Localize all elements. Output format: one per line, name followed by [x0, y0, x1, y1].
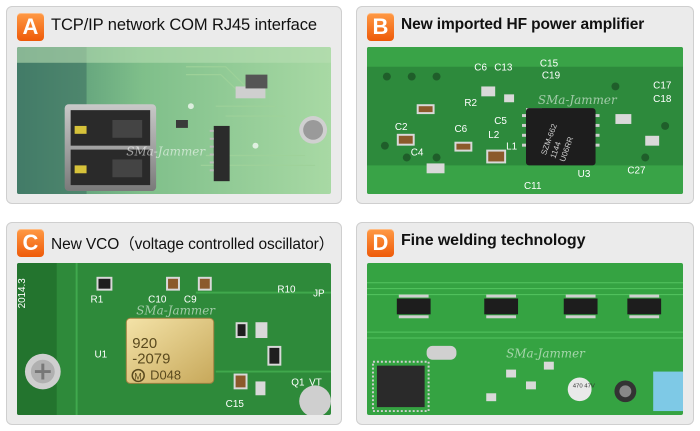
panel-title: New imported HF power amplifier	[401, 16, 645, 33]
panel-badge: B	[367, 13, 394, 41]
panel-vco: C New VCO（voltage controlled oscillator）	[6, 222, 342, 425]
silk-label: VT	[309, 377, 322, 388]
silk-label: C10	[148, 295, 167, 306]
soic-chips	[396, 298, 662, 315]
silk-label: R1	[91, 295, 104, 306]
silk-label: C9	[184, 295, 197, 306]
qfp-chip	[376, 365, 425, 408]
silk-label: JP	[313, 289, 325, 300]
silk-label: C4	[411, 148, 424, 159]
watermark-text: SMa-Jammer	[136, 303, 216, 317]
vco-marking-line2: -2079	[132, 352, 170, 368]
silk-label: C19	[542, 71, 561, 82]
silk-label: C6	[474, 63, 487, 74]
amplifier-board-image: SZM-662 1144 U06RR C6 C13 C15 C19 C17 C1…	[367, 47, 683, 194]
silk-label: Q1	[291, 377, 305, 388]
vco-marking-line3: D048	[150, 368, 181, 383]
panel-header: D Fine welding technology	[357, 223, 693, 263]
panel-title: TCP/IP network COM RJ45 interface	[51, 16, 317, 34]
watermark-text: SMa-Jammer	[538, 93, 618, 107]
watermark-text: SMa-Jammer	[506, 347, 586, 361]
silk-label: R10	[277, 285, 296, 296]
silk-label: C15	[540, 59, 559, 70]
panel-title: Fine welding technology	[401, 232, 586, 249]
welding-photo: 470 47V SMa-Jammer	[367, 263, 683, 415]
watermark-text: SMa-Jammer	[126, 145, 206, 159]
silk-label: C2	[395, 122, 408, 133]
silk-label: C15	[226, 399, 245, 410]
welding-board-image: 470 47V SMa-Jammer	[367, 263, 683, 415]
rj45-board-image: SMa-Jammer	[17, 47, 331, 194]
amplifier-photo: SZM-662 1144 U06RR C6 C13 C15 C19 C17 C1…	[367, 47, 683, 194]
panel-header: C New VCO（voltage controlled oscillator）	[7, 223, 341, 263]
silk-label: L2	[488, 130, 499, 141]
silk-label: C18	[653, 94, 672, 105]
silk-label: U1	[95, 350, 108, 361]
panel-badge: C	[17, 229, 44, 257]
silk-label: C27	[627, 165, 645, 176]
panel-title: New VCO（voltage controlled oscillator）	[51, 236, 335, 253]
silk-label: C13	[494, 63, 513, 74]
silk-label: C5	[494, 116, 507, 127]
silk-label: C11	[524, 181, 542, 192]
vco-board-image: 920 -2079 M D048 2014.3 R1 C1	[17, 263, 331, 415]
panel-hf-amplifier: B New imported HF power amplifier	[356, 6, 694, 204]
capacitor-label: 470 47V	[573, 383, 595, 389]
silk-label: U3	[578, 169, 591, 180]
amplifier-chip	[525, 108, 596, 166]
vco-logo: M	[134, 371, 141, 381]
silk-label: 2014.3	[17, 278, 28, 309]
panel-header: A TCP/IP network COM RJ45 interface	[7, 7, 341, 47]
panel-rj45-interface: A TCP/IP network COM RJ45 interface	[6, 6, 342, 204]
rj45-photo: SMa-Jammer	[17, 47, 331, 194]
panel-badge: D	[367, 229, 394, 257]
silk-label: C6	[454, 124, 467, 135]
vco-marking-line1: 920	[132, 336, 157, 352]
silk-label: C17	[653, 80, 671, 91]
panel-header: B New imported HF power amplifier	[357, 7, 693, 47]
silk-label: R2	[464, 98, 477, 109]
vco-photo: 920 -2079 M D048 2014.3 R1 C1	[17, 263, 331, 415]
electrolytic-capacitor	[567, 377, 592, 402]
panel-welding: D Fine welding technology	[356, 222, 694, 425]
panel-badge: A	[17, 13, 44, 41]
vco-module	[125, 317, 215, 384]
silk-label: L1	[506, 142, 518, 153]
